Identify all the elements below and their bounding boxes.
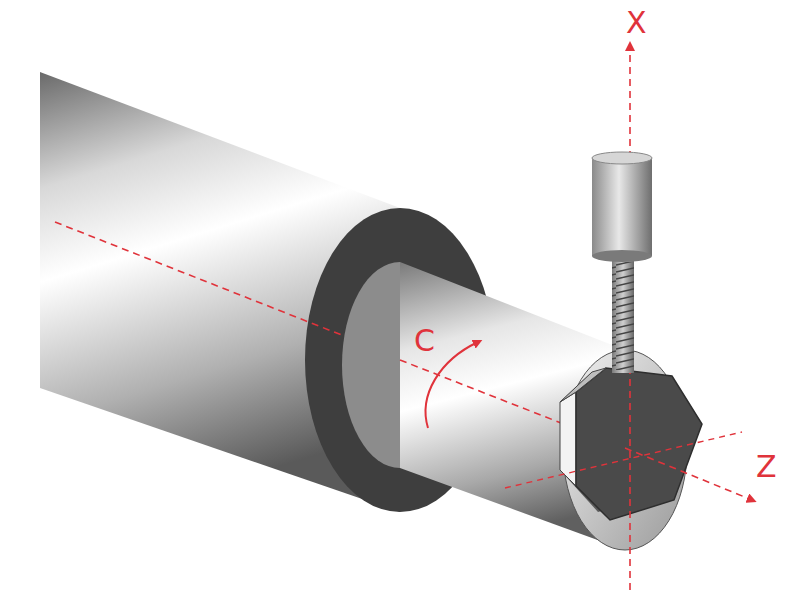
small-cylinder-base [342,262,400,468]
axis-label: C [414,326,435,356]
axis-label: X [626,8,647,38]
axis-label: Z [756,452,777,482]
tool-holder-top [592,152,652,164]
tool-holder [592,158,652,256]
hex-top [560,368,606,402]
fade [0,40,120,420]
tool-holder-bottom [592,250,652,262]
cross-line [505,432,742,488]
tool-flutes [612,262,634,370]
tool-shank [612,255,634,373]
hex-face [576,368,702,520]
z-axis [625,448,752,500]
